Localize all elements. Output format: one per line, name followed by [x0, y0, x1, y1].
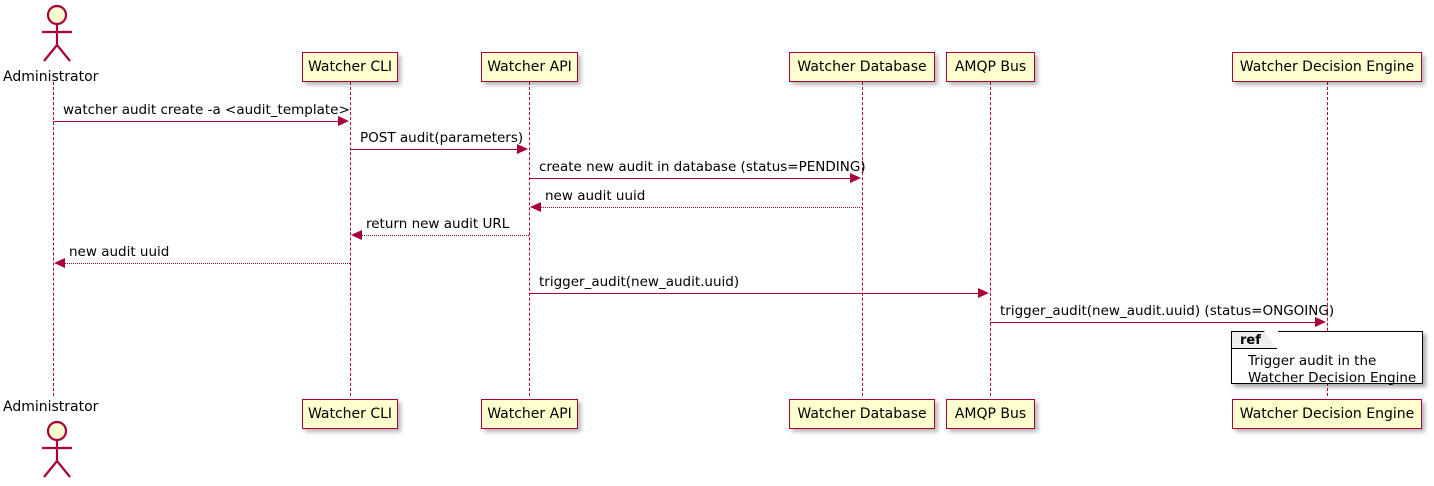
lifeline-watcher-cli	[350, 82, 351, 396]
message-line-3	[529, 178, 851, 179]
participant-box-watcher-database-bottom[interactable]: Watcher Database	[789, 399, 935, 429]
message-arrowhead-7	[978, 288, 989, 298]
ref-fragment[interactable]: ref Trigger audit in the Watcher Decisio…	[1231, 331, 1423, 387]
message-label-3: create new audit in database (status=PEN…	[539, 159, 866, 175]
lifeline-watcher-database	[862, 82, 863, 396]
participant-box-amqp-bus-bottom[interactable]: AMQP Bus	[946, 399, 1035, 429]
message-arrowhead-6	[54, 258, 65, 268]
ref-fragment-keyword: ref	[1240, 332, 1261, 348]
participant-label-amqp-bus-bottom: AMQP Bus	[954, 406, 1027, 422]
participant-label-watcher-api-bottom: Watcher API	[487, 406, 572, 422]
participant-box-watcher-database-top[interactable]: Watcher Database	[789, 52, 935, 82]
participant-label-amqp-bus-top: AMQP Bus	[954, 59, 1027, 75]
message-arrowhead-5	[351, 230, 362, 240]
ref-fragment-line-1: Trigger audit in the	[1248, 353, 1377, 369]
message-line-7	[529, 293, 979, 294]
ref-fragment-keyword-tab: ref	[1232, 331, 1278, 350]
ref-fragment-line-2: Watcher Decision Engine	[1248, 370, 1417, 386]
message-line-2	[350, 149, 518, 150]
participant-label-watcher-cli-bottom: Watcher CLI	[307, 406, 393, 422]
lifeline-amqp-bus	[990, 82, 991, 396]
participant-box-watcher-api-top[interactable]: Watcher API	[481, 52, 578, 82]
message-label-2: POST audit(parameters)	[360, 130, 524, 146]
participant-label-watcher-decision-engine-top: Watcher Decision Engine	[1239, 59, 1415, 75]
lifeline-watcher-api	[529, 82, 530, 396]
message-line-1	[53, 121, 339, 122]
actor-label-administrator-bottom: Administrator	[3, 399, 99, 415]
message-label-4: new audit uuid	[545, 188, 646, 204]
message-line-6	[65, 263, 350, 264]
actor-figure-icon	[42, 4, 72, 62]
ref-fragment-body: Trigger audit in the Watcher Decision En…	[1232, 351, 1422, 387]
participant-box-watcher-cli-bottom[interactable]: Watcher CLI	[302, 399, 398, 429]
lifeline-administrator	[53, 82, 54, 396]
actor-figure-icon-bottom	[42, 420, 72, 478]
message-label-8: trigger_audit(new_audit.uuid) (status=ON…	[1000, 303, 1335, 319]
message-line-4	[541, 207, 862, 208]
message-label-7: trigger_audit(new_audit.uuid)	[539, 274, 740, 290]
message-line-8	[990, 322, 1316, 323]
message-arrowhead-4	[530, 202, 541, 212]
message-arrowhead-3	[850, 173, 861, 183]
participant-label-watcher-decision-engine-bottom: Watcher Decision Engine	[1239, 406, 1415, 422]
message-line-5	[362, 235, 529, 236]
participant-box-watcher-api-bottom[interactable]: Watcher API	[481, 399, 578, 429]
message-label-5: return new audit URL	[366, 216, 510, 232]
message-label-1: watcher audit create -a <audit_template>	[63, 102, 350, 118]
participant-box-watcher-decision-engine-top[interactable]: Watcher Decision Engine	[1232, 52, 1422, 82]
participant-box-watcher-decision-engine-bottom[interactable]: Watcher Decision Engine	[1232, 399, 1422, 429]
actor-administrator-bottom[interactable]	[23, 418, 83, 484]
participant-label-watcher-cli-top: Watcher CLI	[307, 59, 393, 75]
lifeline-watcher-decision-engine	[1327, 82, 1328, 396]
message-label-6: new audit uuid	[69, 244, 170, 260]
message-arrowhead-8	[1315, 317, 1326, 327]
ref-tab-cut-corner	[1263, 331, 1278, 350]
participant-label-watcher-database-bottom: Watcher Database	[797, 406, 927, 422]
participant-box-watcher-cli-top[interactable]: Watcher CLI	[302, 52, 398, 82]
message-arrowhead-1	[338, 116, 349, 126]
actor-label-administrator-top: Administrator	[3, 69, 99, 85]
message-arrowhead-2	[517, 144, 528, 154]
participant-box-amqp-bus-top[interactable]: AMQP Bus	[946, 52, 1035, 82]
participant-label-watcher-api-top: Watcher API	[487, 59, 572, 75]
participant-label-watcher-database-top: Watcher Database	[797, 59, 927, 75]
actor-administrator-top[interactable]	[23, 2, 83, 68]
